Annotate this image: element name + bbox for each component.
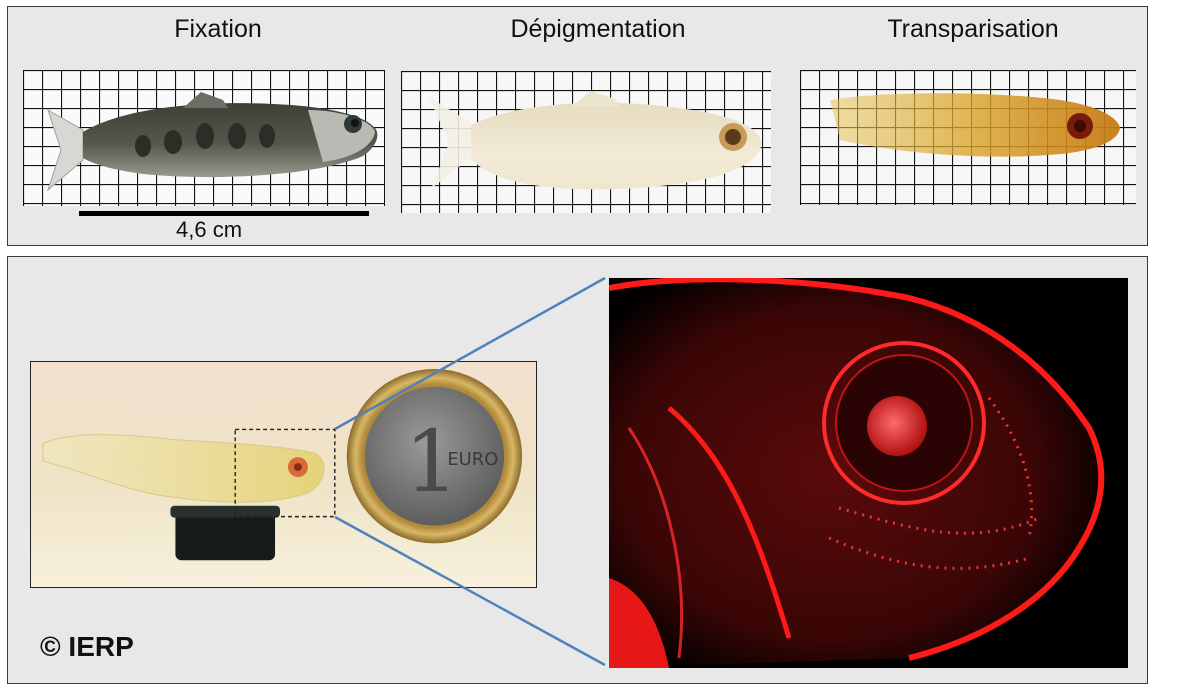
top-panel: Fixation Dépigmentation Transparisation (7, 6, 1148, 246)
caption-fixation: Fixation (174, 15, 262, 43)
photo-fluorescence-head (609, 278, 1128, 668)
caption-transparisation: Transparisation (887, 15, 1059, 43)
coin-digit: 1 (405, 413, 459, 512)
caption-depigmentation: Dépigmentation (510, 15, 686, 43)
photo-fish-with-coin: 1 EURO (30, 361, 537, 588)
coin-text: EURO (447, 449, 498, 470)
photo-transparisation (800, 70, 1136, 205)
bottom-panel: 1 EURO (7, 256, 1148, 684)
photo-fixation (23, 70, 385, 206)
connector-lines (334, 276, 606, 667)
copyright-text: © IERP (40, 631, 134, 662)
photo-depigmentation (401, 71, 771, 213)
scale-label: 4,6 cm (176, 217, 243, 242)
scale-bar (79, 211, 369, 216)
